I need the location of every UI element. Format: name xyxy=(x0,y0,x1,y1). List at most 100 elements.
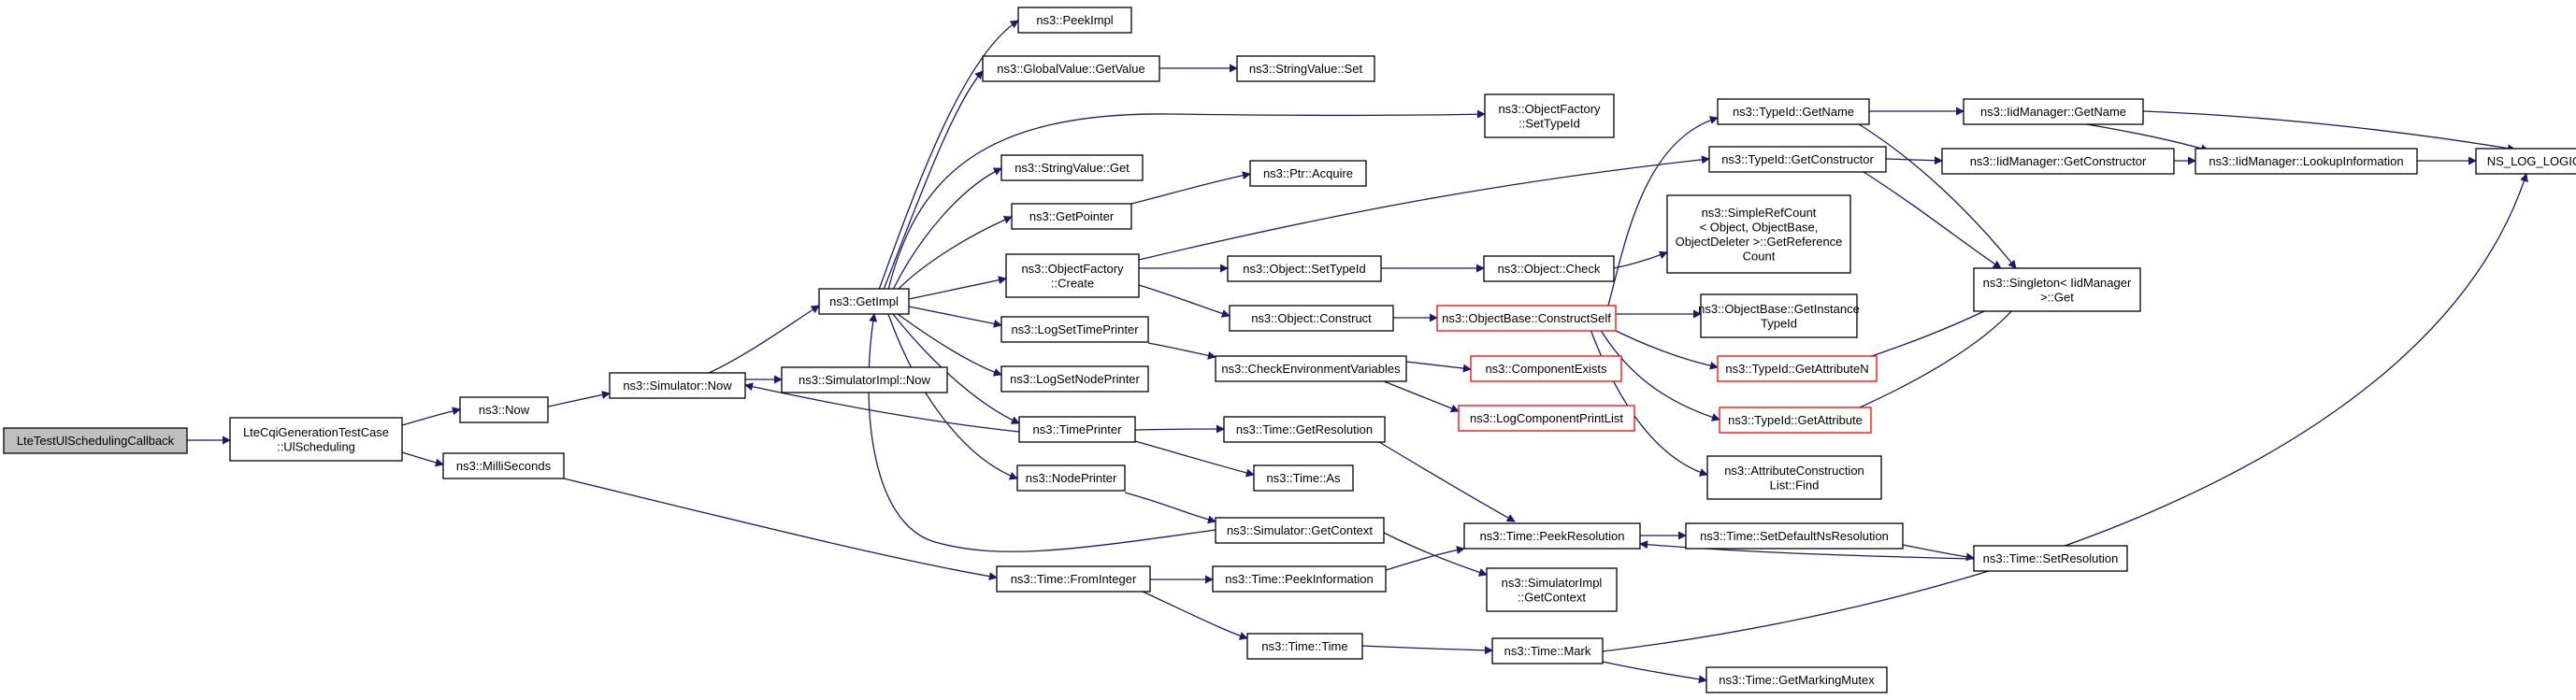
edge-objectfactory-create-to-typeid-getconstructor xyxy=(1138,155,1710,261)
node-box xyxy=(1005,253,1140,298)
node-ns3-componentexists[interactable]: ns3::ComponentExists xyxy=(1470,355,1622,382)
edge-simulator-getcontext-to-getimpl xyxy=(868,313,1216,552)
node-label: ns3::Object::Construct xyxy=(1251,311,1372,325)
node-label: ns3::Object::Check xyxy=(1498,262,1601,276)
edge-typeid-getconstructor-to-singleton-get xyxy=(1860,169,2002,269)
edge-getimpl-to-logsettimeprinter xyxy=(908,306,1002,328)
node-ns3-time-setdefaultnsresolution[interactable]: ns3::Time::SetDefaultNsResolution xyxy=(1685,522,1904,550)
node-label: List::Find xyxy=(1770,478,1820,492)
node-ns3-iidmanager-getconstructor[interactable]: ns3::IidManager::GetConstructor xyxy=(1941,148,2175,175)
node-ns3-simplerefcount-object-objectbase-objectdeleter-getreference-count[interactable]: ns3::SimpleRefCount< Object, ObjectBase,… xyxy=(1666,194,1851,274)
node-ns3-getimpl[interactable]: ns3::GetImpl xyxy=(818,288,910,315)
edge-iidmanager-getname-to-ns-log-logic xyxy=(2142,110,2516,153)
node-ns3-iidmanager-getname[interactable]: ns3::IidManager::GetName xyxy=(1963,98,2144,125)
node-ns3-objectfactory-create[interactable]: ns3::ObjectFactory::Create xyxy=(1005,253,1140,298)
node-ns3-simulatorimpl-getcontext[interactable]: ns3::SimulatorImpl::GetContext xyxy=(1486,567,1618,612)
node-label: ns3::TypeId::GetAttributeN xyxy=(1725,362,1868,376)
node-label: LteCqiGenerationTestCase xyxy=(243,425,389,439)
node-label: ns3::IidManager::LookupInformation xyxy=(2209,154,2403,168)
node-ns3-simulator-now[interactable]: ns3::Simulator::Now xyxy=(609,372,746,399)
node-label: ns3::CheckEnvironmentVariables xyxy=(1221,362,1401,376)
node-ns3-peekimpl[interactable]: ns3::PeekImpl xyxy=(1017,7,1132,34)
node-ns3-logcomponentprintlist[interactable]: ns3::LogComponentPrintList xyxy=(1458,405,1635,432)
node-ns3-nodeprinter[interactable]: ns3::NodePrinter xyxy=(1016,464,1126,492)
node-box xyxy=(3,427,188,454)
node-label: ns3::Time::As xyxy=(1267,471,1341,485)
node-ns3-ptr-acquire[interactable]: ns3::Ptr::Acquire xyxy=(1249,160,1367,187)
node-ns3-simulator-getcontext[interactable]: ns3::Simulator::GetContext xyxy=(1215,517,1385,544)
node-ns3-object-construct[interactable]: ns3::Object::Construct xyxy=(1229,305,1394,332)
edge-typeid-getname-to-singleton-get xyxy=(1850,119,2017,269)
node-ns3-time-getmarkingmutex[interactable]: ns3::Time::GetMarkingMutex xyxy=(1705,666,1888,693)
node-label: ns3::ObjectBase::ConstructSelf xyxy=(1442,311,1611,325)
node-ns3-typeid-getattribute[interactable]: ns3::TypeId::GetAttribute xyxy=(1719,407,1872,434)
node-ns3-time-peekresolution[interactable]: ns3::Time::PeekResolution xyxy=(1463,522,1641,550)
node-box xyxy=(1227,255,1382,282)
node-ns3-object-check[interactable]: ns3::Object::Check xyxy=(1483,255,1615,282)
node-ns3-time-time[interactable]: ns3::Time::Time xyxy=(1246,633,1363,660)
node-ns3-milliseconds[interactable]: ns3::MilliSeconds xyxy=(442,452,565,479)
node-label: ns3::Time::PeekResolution xyxy=(1480,529,1625,543)
node-ns3-getpointer[interactable]: ns3::GetPointer xyxy=(1011,203,1132,230)
node-label: ns3::SimulatorImpl xyxy=(1502,576,1603,590)
node-label: ::SetTypeId xyxy=(1518,116,1580,130)
node-ns-log-logic[interactable]: NS_LOG_LOGIC xyxy=(2475,148,2576,175)
node-label: ns3::Time::Time xyxy=(1261,639,1347,653)
node-box xyxy=(1000,365,1149,393)
node-ns3-singleton-iidmanager-get[interactable]: ns3::Singleton< IidManager >::Get xyxy=(1973,267,2141,312)
node-label: ns3::Time::FromInteger xyxy=(1011,572,1137,586)
node-box xyxy=(229,417,403,462)
node-ns3-logsetnodeprinter[interactable]: ns3::LogSetNodePrinter xyxy=(1000,365,1149,393)
node-ltecqigenerationtestcase-ulscheduling[interactable]: LteCqiGenerationTestCase::UlScheduling xyxy=(229,417,403,462)
node-ns3-typeid-getname[interactable]: ns3::TypeId::GetName xyxy=(1717,98,1870,125)
node-ns3-time-getresolution[interactable]: ns3::Time::GetResolution xyxy=(1223,416,1386,443)
node-box xyxy=(1483,255,1615,282)
edge-ulscheduling-to-now xyxy=(401,407,461,426)
node-label: ns3::SimpleRefCount xyxy=(1702,206,1817,220)
node-ns3-object-settypeid[interactable]: ns3::Object::SetTypeId xyxy=(1227,255,1382,282)
node-ns3-iidmanager-lookupinformation[interactable]: ns3::IidManager::LookupInformation xyxy=(2195,148,2418,175)
node-ns3-typeid-getconstructor[interactable]: ns3::TypeId::GetConstructor xyxy=(1708,146,1887,173)
node-label: ns3::Object::SetTypeId xyxy=(1243,262,1366,276)
edge-time-getresolution-to-peekresolution xyxy=(1374,438,1516,522)
node-ns3-time-frominteger[interactable]: ns3::Time::FromInteger xyxy=(996,565,1151,593)
node-box xyxy=(1700,293,1858,338)
node-ns3-checkenvironmentvariables[interactable]: ns3::CheckEnvironmentVariables xyxy=(1215,355,1407,382)
node-label: LteTestUlSchedulingCallback xyxy=(17,434,175,448)
node-ns3-simulatorimpl-now[interactable]: ns3::SimulatorImpl::Now xyxy=(781,366,948,393)
node-ns3-stringvalue-get[interactable]: ns3::StringValue::Get xyxy=(1000,154,1144,181)
node-box xyxy=(1212,565,1387,593)
node-box xyxy=(1491,637,1604,664)
node-ns3-time-as[interactable]: ns3::Time::As xyxy=(1253,464,1354,492)
node-ns3-objectfactory-settypeid[interactable]: ns3::ObjectFactory::SetTypeId xyxy=(1484,93,1615,138)
node-label: Count xyxy=(1743,249,1776,263)
node-ns3-objectbase-constructself[interactable]: ns3::ObjectBase::ConstructSelf xyxy=(1436,305,1617,332)
node-ns3-time-mark[interactable]: ns3::Time::Mark xyxy=(1491,637,1604,664)
node-label: ns3::Time::SetDefaultNsResolution xyxy=(1700,529,1889,543)
node-ns3-logsettimeprinter[interactable]: ns3::LogSetTimePrinter xyxy=(1000,316,1149,343)
node-ns3-stringvalue-set[interactable]: ns3::StringValue::Set xyxy=(1236,55,1375,82)
node-box xyxy=(1236,55,1375,82)
node-ns3-typeid-getattributen[interactable]: ns3::TypeId::GetAttributeN xyxy=(1717,355,1878,382)
edge-getimpl-to-timeprinter xyxy=(892,313,1020,424)
node-label: ns3::StringValue::Set xyxy=(1249,62,1363,76)
node-ltetestulschedulingcallback[interactable]: LteTestUlSchedulingCallback xyxy=(3,427,188,454)
node-label: ns3::GlobalValue::GetValue xyxy=(997,62,1145,76)
edge-constructself-to-attributeconstructionlist-find xyxy=(1589,326,1708,477)
node-ns3-time-peekinformation[interactable]: ns3::Time::PeekInformation xyxy=(1212,565,1387,593)
node-ns3-time-setresolution[interactable]: ns3::Time::SetResolution xyxy=(1973,545,2128,572)
node-ns3-globalvalue-getvalue[interactable]: ns3::GlobalValue::GetValue xyxy=(982,55,1160,82)
node-label: >::Get xyxy=(2040,290,2074,304)
edge-milliseconds-to-time-frominteger xyxy=(563,478,998,581)
node-box xyxy=(1223,416,1386,443)
node-label: ns3::Time::GetMarkingMutex xyxy=(1719,673,1875,687)
node-box xyxy=(1229,305,1394,332)
node-ns3-now[interactable]: ns3::Now xyxy=(459,396,549,423)
node-label: TypeId xyxy=(1761,316,1797,330)
edge-constructself-to-getattribute xyxy=(1598,326,1720,421)
node-ns3-timeprinter[interactable]: ns3::TimePrinter xyxy=(1018,416,1136,443)
edge-getimpl-to-getpointer xyxy=(897,216,1013,291)
edge-getimpl-to-logsetnodeprinter xyxy=(897,313,1002,377)
